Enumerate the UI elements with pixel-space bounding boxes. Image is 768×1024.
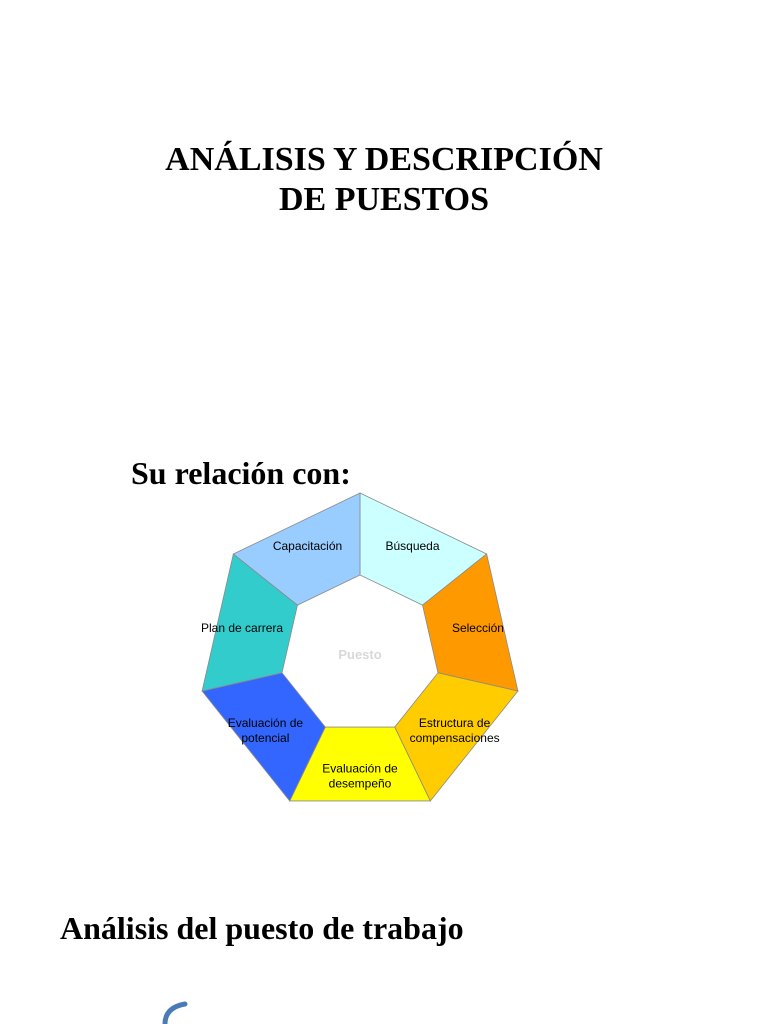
page-title: ANÁLISIS Y DESCRIPCIÓN DE PUESTOS <box>0 140 768 220</box>
wheel-segment-label-2: Selección <box>452 621 504 635</box>
curved-arrow-icon <box>162 1001 188 1024</box>
wheel-segment-label-6: Plan de carrera <box>201 621 283 635</box>
wheel-segment-label-7: Capacitación <box>273 539 342 553</box>
wheel-segment-label-1: Búsqueda <box>385 539 439 553</box>
section-heading: Análisis del puesto de trabajo <box>60 910 464 946</box>
wheel-segment-7 <box>232 492 361 606</box>
wheel-center-label: Puesto <box>338 647 381 662</box>
subtitle: Su relación con: <box>131 455 351 491</box>
title-line-1: ANÁLISIS Y DESCRIPCIÓN <box>165 141 603 178</box>
title-line-2: DE PUESTOS <box>278 181 490 218</box>
